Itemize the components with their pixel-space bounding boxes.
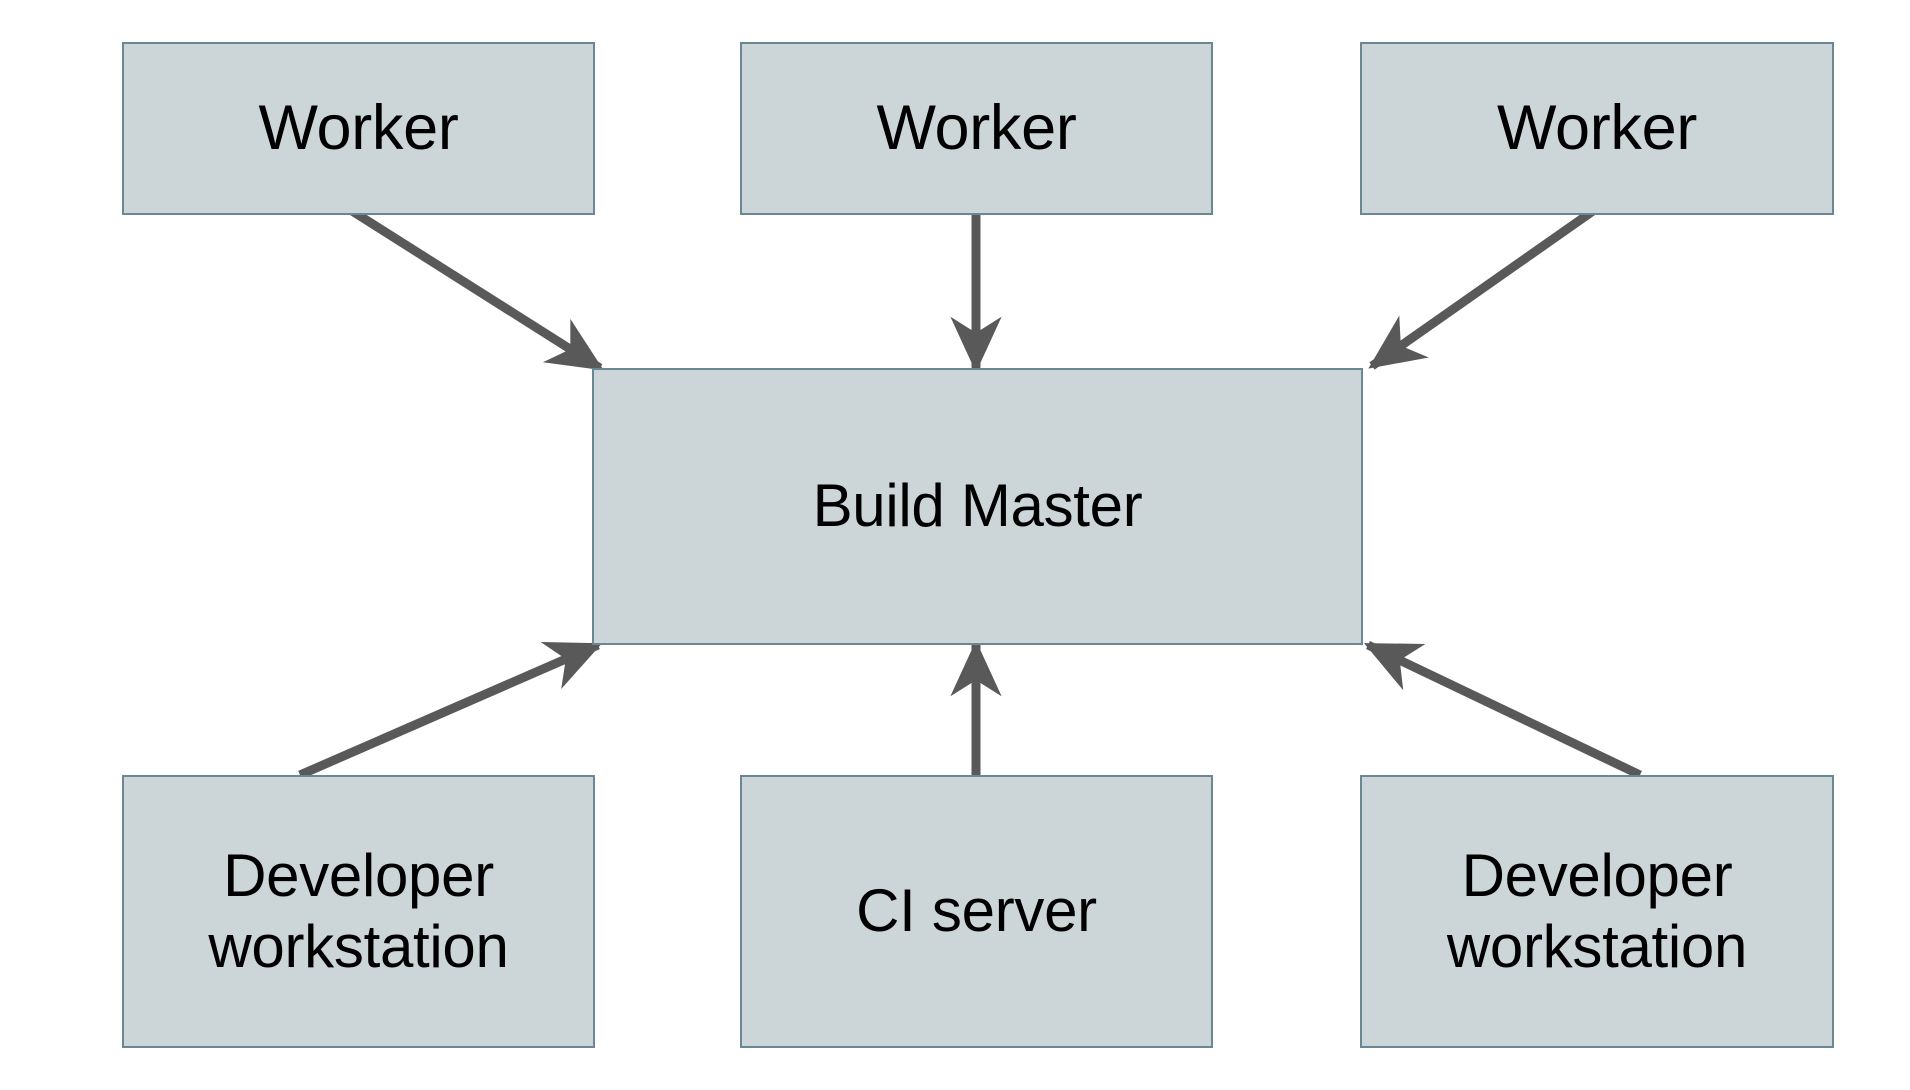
node-label-worker-left: Worker [258,93,459,164]
node-label-worker-right: Worker [1496,93,1698,164]
node-ci-server[interactable]: CI server [740,775,1213,1048]
node-label-developer-workstation-left: Developer workstation [208,841,509,980]
node-build-master[interactable]: Build Master [592,368,1363,645]
node-worker-mid[interactable]: Worker [740,42,1213,215]
node-label-build-master: Build Master [812,472,1143,540]
edge-devws-right-to-build-master [1363,640,1642,780]
node-worker-right[interactable]: Worker [1360,42,1834,215]
node-developer-workstation-left[interactable]: Developer workstation [122,775,595,1048]
node-label-worker-mid: Worker [876,93,1077,164]
node-developer-workstation-right[interactable]: Developer workstation [1360,775,1834,1048]
node-worker-left[interactable]: Worker [122,42,595,215]
node-label-ci-server: CI server [856,877,1097,945]
edge-devws-left-to-build-master [298,640,603,780]
node-label-developer-workstation-right: Developer workstation [1446,841,1748,980]
